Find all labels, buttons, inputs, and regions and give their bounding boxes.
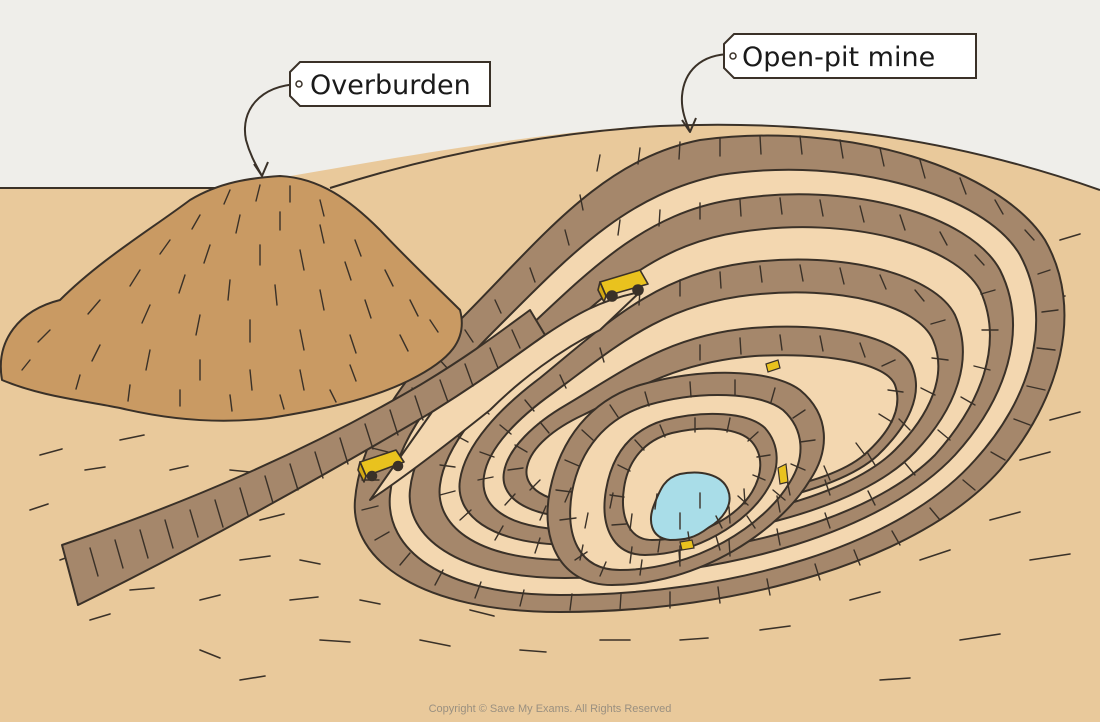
dump-truck-small-3: [679, 539, 695, 551]
pit-water: [650, 471, 731, 541]
overburden-heap: [0, 175, 463, 422]
overburden-arrow: [243, 83, 299, 177]
open-pit-mine-arrow: [680, 53, 733, 133]
overburden-label: Overburden: [289, 61, 491, 107]
overburden-label-text: Overburden: [310, 70, 471, 101]
ramp-road: [369, 291, 641, 501]
open-pit-mine-label: Open-pit mine: [723, 33, 977, 79]
ramp-hatching: [89, 329, 521, 577]
dump-truck-small-1: [765, 359, 781, 373]
haul-ramp: [61, 291, 641, 606]
dump-truck-upper: [597, 269, 649, 303]
open-pit: [353, 134, 1066, 613]
dump-truck-small-2: [777, 463, 789, 485]
copyright-notice: Copyright © Save My Exams. All Rights Re…: [428, 703, 672, 715]
dump-truck-lower: [357, 449, 405, 483]
open-pit-mine-label-text: Open-pit mine: [742, 42, 935, 73]
